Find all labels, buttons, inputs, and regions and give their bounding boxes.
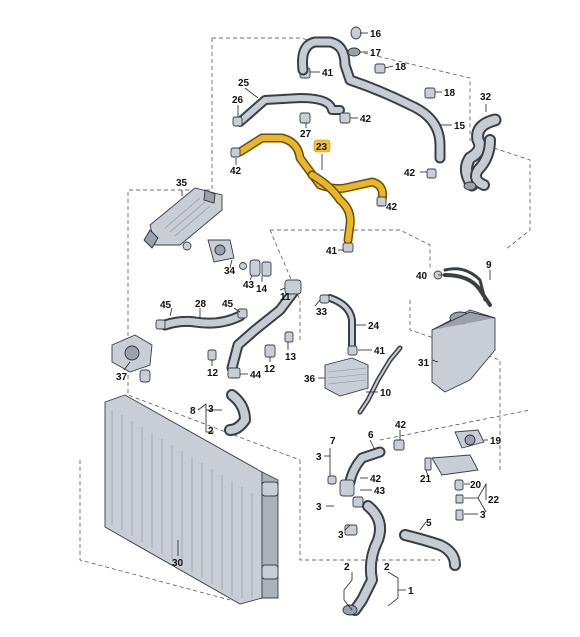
callout-5: 5 — [426, 518, 432, 529]
flange-parts-34-43-14 — [207, 239, 272, 277]
callout-41: 41 — [322, 68, 334, 79]
auxiliary-pump-37 — [111, 334, 153, 383]
callout-35: 35 — [176, 178, 188, 189]
callout-33: 33 — [316, 307, 328, 318]
clip-18 — [374, 63, 386, 74]
callout-17: 17 — [370, 48, 382, 59]
callout-44: 44 — [250, 370, 262, 381]
expansion-tank-31 — [431, 270, 496, 393]
callout-45: 45 — [222, 299, 234, 310]
callout-21: 21 — [420, 474, 432, 485]
oil-cooler-36 — [324, 357, 369, 397]
clip-18-b — [424, 87, 436, 99]
callout-12: 12 — [264, 364, 276, 375]
clip-42-lower — [393, 439, 405, 451]
callout-3: 3 — [208, 404, 214, 415]
callout-42: 42 — [360, 114, 372, 125]
radiator-30 — [104, 394, 279, 605]
highlighted-hose-23 — [230, 133, 437, 253]
callout-37: 37 — [116, 372, 128, 383]
callout-45: 45 — [160, 300, 172, 311]
callout-6: 6 — [368, 430, 374, 441]
clip-27 — [299, 112, 311, 124]
callout-42: 42 — [370, 474, 382, 485]
lower-hoses — [327, 439, 461, 616]
callout-19: 19 — [490, 436, 502, 447]
callout-12: 12 — [207, 368, 219, 379]
callout-26: 26 — [232, 95, 244, 106]
callout-43: 43 — [243, 280, 255, 291]
callout-2: 2 — [208, 426, 214, 437]
callout-42: 42 — [404, 168, 416, 179]
bolt-13 — [284, 331, 294, 343]
callout-11: 11 — [280, 292, 291, 303]
callout-28: 28 — [195, 299, 207, 310]
bolt-12 — [207, 349, 217, 361]
electric-pump-19 — [424, 429, 485, 521]
assembly-outline-lines — [79, 37, 531, 601]
leader-lines — [123, 32, 491, 611]
hose-8 — [224, 389, 251, 436]
pipe-10 — [357, 345, 403, 415]
callout-23: 23 — [316, 142, 328, 153]
callout-16: 16 — [370, 29, 382, 40]
seal-17 — [347, 47, 361, 57]
callout-22: 22 — [488, 495, 500, 506]
callout-3: 3 — [316, 502, 322, 513]
egr-cooler-35 — [143, 187, 223, 251]
callout-2: 2 — [344, 562, 350, 573]
callout-32: 32 — [480, 92, 492, 103]
clip-44 — [227, 367, 241, 379]
callout-36: 36 — [304, 374, 316, 385]
callout-numbers: 16 17 18 41 18 15 32 25 26 27 42 42 23 4… — [116, 29, 502, 597]
callout-25: 25 — [238, 78, 250, 89]
hose-24 — [319, 294, 358, 356]
callout-10: 10 — [380, 388, 392, 399]
callout-42: 42 — [395, 420, 407, 431]
callout-8: 8 — [190, 406, 196, 417]
callout-14: 14 — [256, 284, 268, 295]
bolt-16 — [350, 26, 362, 40]
hose-32 — [460, 113, 502, 192]
coolant-pipe-11 — [207, 279, 302, 379]
clip-41-mid — [342, 242, 354, 253]
callout-18: 18 — [395, 62, 407, 73]
highlight-badge-23 — [313, 139, 331, 153]
callout-9: 9 — [486, 260, 492, 271]
callout-1: 1 — [408, 586, 414, 597]
callout-3: 3 — [338, 530, 344, 541]
callout-24: 24 — [368, 321, 380, 332]
callout-27: 27 — [300, 129, 312, 140]
callout-31: 31 — [418, 358, 430, 369]
callout-2: 2 — [384, 562, 390, 573]
callout-7: 7 — [330, 436, 336, 447]
callout-40: 40 — [416, 271, 428, 282]
callout-13: 13 — [285, 352, 297, 363]
callout-42: 42 — [230, 166, 242, 177]
bleed-pipe-9 — [443, 267, 487, 302]
callout-42: 42 — [386, 202, 398, 213]
callout-15: 15 — [454, 121, 466, 132]
callout-41: 41 — [326, 246, 338, 257]
clip-42-upper — [339, 112, 351, 124]
callout-20: 20 — [470, 480, 482, 491]
callout-34: 34 — [224, 266, 236, 277]
callout-18: 18 — [444, 88, 456, 99]
hose-15 — [297, 36, 446, 164]
radiator-fins — [111, 410, 253, 598]
callout-3: 3 — [316, 452, 322, 463]
callout-43: 43 — [374, 486, 386, 497]
callout-41: 41 — [374, 346, 386, 357]
coolant-pipe-25 — [232, 93, 351, 127]
callout-30: 30 — [172, 558, 184, 569]
callout-3: 3 — [480, 510, 486, 521]
hose-28 — [155, 308, 248, 331]
